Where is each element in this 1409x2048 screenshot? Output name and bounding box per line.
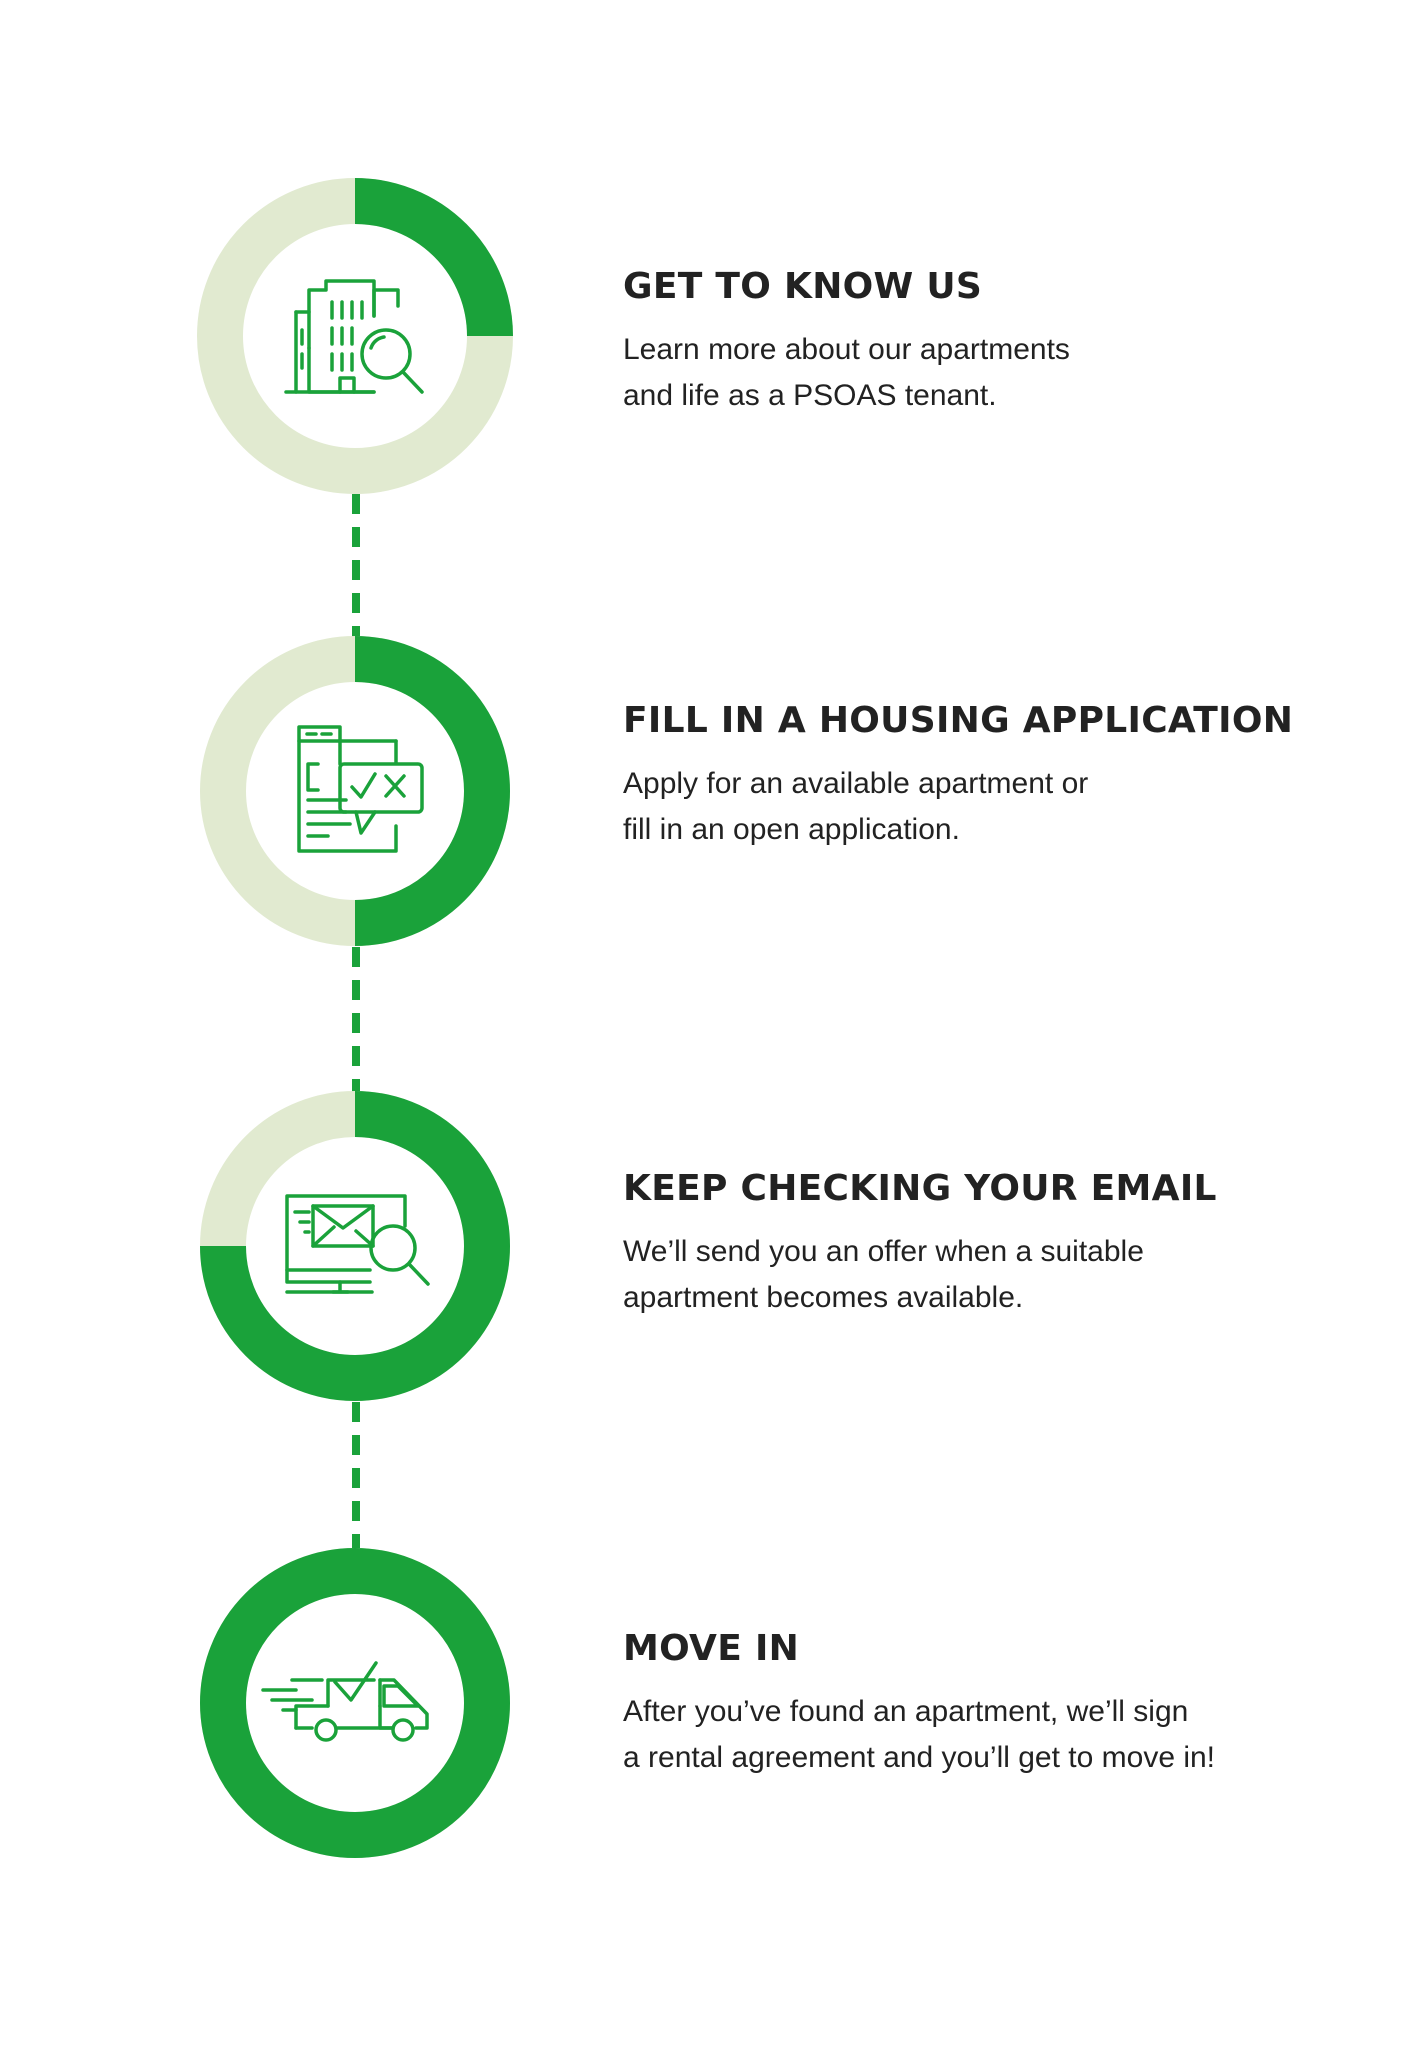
step-2-description-line-2: fill in an open application. <box>623 813 960 846</box>
step-ring-4 <box>200 1548 510 1859</box>
ring-progress-arc <box>200 1548 510 1859</box>
step-ring-3 <box>200 1091 510 1401</box>
moving-van-icon <box>261 1661 429 1742</box>
step-3-title: KEEP CHECKING YOUR EMAIL <box>623 1168 1217 1209</box>
step-3-text: KEEP CHECKING YOUR EMAIL We’ll send you … <box>623 1167 1383 1321</box>
step-1-description-line-2: and life as a PSOAS tenant. <box>623 379 997 412</box>
building-search-icon <box>284 279 424 394</box>
step-1-title: GET TO KNOW US <box>623 266 983 307</box>
step-2-description: Apply for an available apartment or fill… <box>623 761 1383 853</box>
step-3-description-line-1: We’ll send you an offer when a suitable <box>623 1235 1144 1268</box>
step-4-description: After you’ve found an apartment, we’ll s… <box>623 1689 1383 1781</box>
email-search-icon <box>285 1194 430 1294</box>
step-4-description-line-1: After you’ve found an apartment, we’ll s… <box>623 1695 1189 1728</box>
step-4-title: MOVE IN <box>623 1628 800 1669</box>
application-form-icon <box>297 725 424 853</box>
step-3-description-line-2: apartment becomes available. <box>623 1281 1024 1314</box>
step-1-text: GET TO KNOW US Learn more about our apar… <box>623 265 1383 419</box>
step-ring-1 <box>197 178 513 494</box>
step-2-title: FILL IN A HOUSING APPLICATION <box>623 700 1294 741</box>
step-3-description: We’ll send you an offer when a suitable … <box>623 1229 1383 1321</box>
step-2-text: FILL IN A HOUSING APPLICATION Apply for … <box>623 699 1383 853</box>
step-4-text: MOVE IN After you’ve found an apartment,… <box>623 1627 1383 1781</box>
step-4-description-line-2: a rental agreement and you’ll get to mov… <box>623 1741 1216 1774</box>
ring-progress-arc <box>200 1091 510 1401</box>
step-1-description-line-1: Learn more about our apartments <box>623 333 1070 366</box>
step-1-description: Learn more about our apartments and life… <box>623 327 1383 419</box>
ring-progress-arc <box>354 178 513 337</box>
ring-progress-arc <box>354 636 510 946</box>
step-2-description-line-1: Apply for an available apartment or <box>623 767 1089 800</box>
step-ring-2 <box>200 636 510 946</box>
